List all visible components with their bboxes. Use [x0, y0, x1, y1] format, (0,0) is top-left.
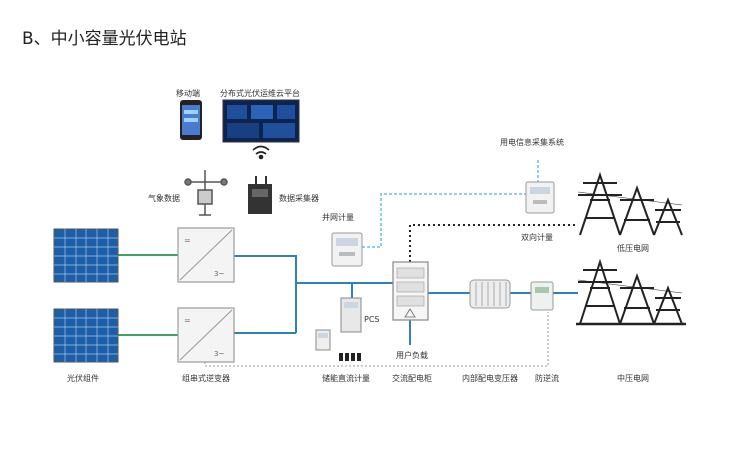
mobile-phone-icon	[180, 100, 202, 140]
tower-medium-voltage	[576, 258, 686, 326]
lv-link	[409, 224, 578, 262]
weather-station-icon	[184, 170, 228, 216]
page-title: B、中小容量光伏电站	[22, 29, 187, 49]
comm-grid-meter	[362, 193, 538, 248]
mobile-label: 移动端	[176, 89, 200, 98]
storage-meter-label: 储能直流计量	[322, 374, 370, 383]
ac-cabinet-icon	[392, 261, 429, 321]
transformer-icon	[469, 279, 511, 309]
grid-meter-label: 并网计量	[322, 213, 354, 222]
tower-low-voltage	[577, 171, 683, 236]
pv-panel-bottom	[53, 308, 119, 363]
pcs-icon	[340, 297, 362, 333]
pv-panel-top	[53, 228, 119, 283]
mv-grid-label: 中压电网	[617, 374, 649, 383]
wifi-icon	[252, 145, 270, 160]
bidirectional-label: 双向计量	[521, 233, 553, 242]
svg-text:=: =	[184, 316, 191, 325]
ac-line-top	[234, 255, 297, 333]
pcs-label: PCS	[364, 315, 380, 324]
platform-label: 分布式光伏运维云平台	[220, 89, 300, 98]
data-collector-icon	[248, 176, 272, 214]
svg-text:=: =	[184, 236, 191, 245]
battery-icon	[339, 353, 361, 361]
transformer-label: 内部配电变压器	[462, 374, 518, 383]
info-system-meter-icon	[525, 181, 555, 214]
svg-text:3~: 3~	[214, 350, 224, 358]
svg-text:3~: 3~	[214, 270, 224, 278]
weather-label: 气象数据	[148, 194, 180, 203]
collector-label: 数据采集器	[279, 194, 319, 203]
inverter-top: = 3~	[177, 227, 235, 283]
storage-meter-icon	[315, 329, 331, 351]
low-voltage-grid-label: 低压电网	[617, 244, 649, 253]
anti-backflow-device-icon	[530, 281, 554, 311]
ac-cabinet-label: 交流配电柜	[392, 374, 432, 383]
anti-backflow-loop	[204, 312, 549, 367]
anti-backflow-label: 防逆流	[535, 374, 559, 383]
inverter-bottom: = 3~	[177, 307, 235, 363]
platform-screen-icon	[222, 99, 300, 143]
grid-meter-icon	[331, 232, 363, 267]
info-system-label: 用电信息采集系统	[500, 138, 564, 147]
pv-modules-label: 光伏组件	[67, 374, 99, 383]
user-load-label: 用户负载	[396, 351, 428, 360]
string-inverter-label: 组串式逆变器	[182, 374, 230, 383]
